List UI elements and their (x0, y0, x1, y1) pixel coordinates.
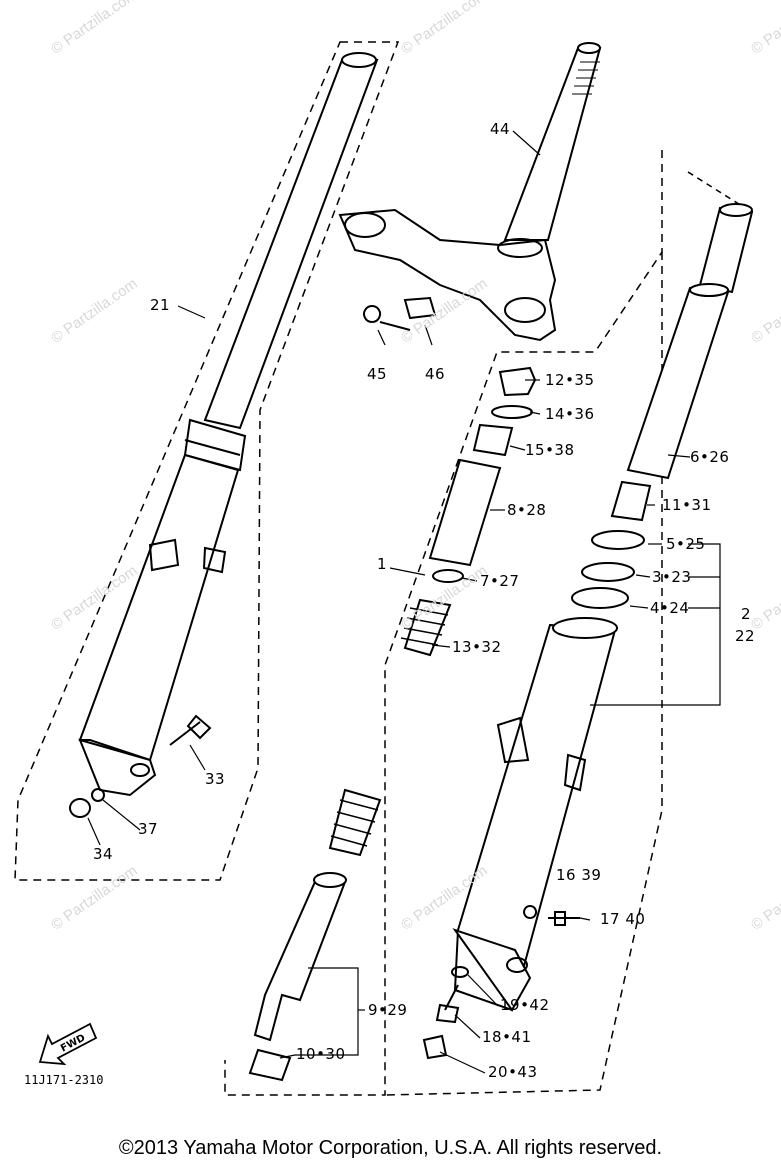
nut-46 (403, 296, 437, 320)
callout-5-25: 5•25 (666, 535, 706, 553)
bolt-33 (169, 714, 212, 746)
cap-34 (69, 798, 91, 818)
left-fork-assembly (78, 52, 379, 797)
steering-stem-assembly (338, 42, 602, 342)
left-fork-dashed-outline (14, 41, 400, 881)
washer-19 (451, 966, 469, 978)
seal-5 (591, 530, 645, 550)
right-assembly-dashed-outline-2 (384, 252, 663, 1096)
callout-14-36: 14•36 (545, 405, 595, 423)
callout-18-41: 18•41 (482, 1028, 532, 1046)
callout-46: 46 (425, 365, 446, 383)
damper-rod-9 (253, 873, 347, 1042)
callout-10-30: 10•30 (296, 1045, 346, 1063)
callout-19-42: 19•42 (500, 996, 550, 1014)
pipe-8 (428, 458, 502, 567)
callout-17-40: 17 40 (600, 910, 646, 928)
nut-20 (422, 1034, 448, 1060)
washer-16 (523, 905, 538, 919)
spring-10 (248, 1048, 292, 1082)
callout-6-26: 6•26 (690, 448, 730, 466)
o-ring-14 (491, 405, 533, 419)
right-outer-tube (452, 617, 618, 1012)
callout-22: 22 (735, 627, 756, 645)
bolt-45 (363, 305, 411, 331)
seal-4 (571, 587, 629, 609)
callout-45: 45 (367, 365, 388, 383)
washer-37 (91, 788, 105, 802)
callout-33: 33 (205, 770, 226, 788)
callout-7-27: 7•27 (480, 572, 520, 590)
callout-4-24: 4•24 (650, 599, 690, 617)
callout-12-35: 12•35 (545, 371, 595, 389)
callout-37: 37 (138, 820, 159, 838)
bushing-11 (610, 480, 652, 522)
callout-16-39: 16 39 (556, 866, 602, 884)
bolt-17 (548, 911, 580, 926)
callout-8-28: 8•28 (507, 501, 547, 519)
callout-9-29: 9•29 (368, 1001, 408, 1019)
fork-tube-dashed-bracket (687, 171, 743, 207)
callout-3-23: 3•23 (652, 568, 692, 586)
cap-bolt-12 (498, 366, 537, 397)
callout-34: 34 (93, 845, 114, 863)
spacer-15 (472, 423, 514, 457)
seal-3 (581, 562, 635, 582)
callout-15-38: 15•38 (525, 441, 575, 459)
callout-21: 21 (150, 296, 171, 314)
tube-upper (698, 206, 754, 294)
spring-lower (328, 788, 382, 857)
copyright-notice: ©2013 Yamaha Motor Corporation, U.S.A. A… (118, 1137, 663, 1159)
callout-44: 44 (490, 120, 511, 138)
diagram-code: 11J171-2310 (24, 1073, 104, 1087)
callout-20-43: 20•43 (488, 1063, 538, 1081)
bolt-18 (435, 984, 460, 1024)
washer-7 (432, 569, 464, 583)
callout-2: 2 (741, 605, 752, 623)
callout-13-32: 13•32 (452, 638, 502, 656)
fwd-arrow (38, 1022, 98, 1066)
callout-1: 1 (377, 555, 388, 573)
callout-11-31: 11•31 (662, 496, 712, 514)
